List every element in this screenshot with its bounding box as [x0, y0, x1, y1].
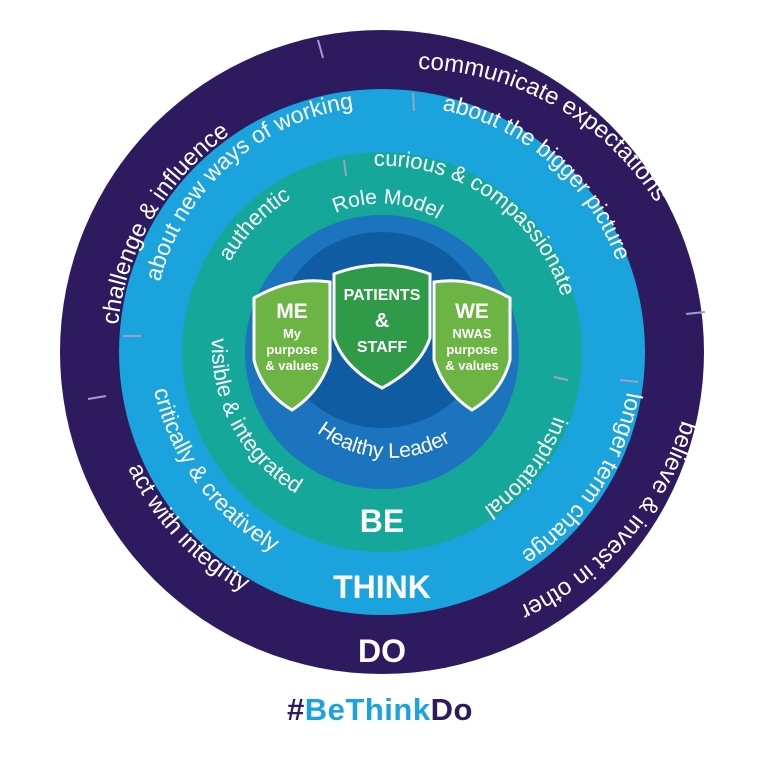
think-ring-label: THINK [333, 569, 431, 605]
we-shield-shape [432, 279, 512, 412]
we-shield-line-3: & values [445, 358, 498, 373]
center-shield-line-2: & [375, 310, 389, 332]
me-shield: ME My purpose & values [252, 279, 332, 412]
be-separator [553, 376, 569, 381]
me-shield-line-2: purpose [266, 342, 317, 357]
we-shield-line-1: NWAS [453, 326, 492, 341]
be-ring-label: BE [360, 503, 404, 539]
center-shield-line-1: PATIENTS [344, 287, 421, 304]
me-shield-line-1: My [283, 326, 302, 341]
be-separator [343, 159, 347, 177]
me-shield-title: ME [276, 300, 308, 323]
center-shield-line-3: STAFF [357, 339, 408, 356]
me-shield-shape [252, 279, 332, 412]
we-shield: WE NWAS purpose & values [432, 279, 512, 412]
ring-separators [87, 39, 706, 400]
me-shield-line-3: & values [265, 358, 318, 373]
we-shield-title: WE [455, 300, 489, 323]
hashtag: #BeThinkDo [0, 692, 760, 728]
think-separator [619, 379, 639, 383]
hashtag-do: Do [430, 692, 473, 727]
do-separator [87, 395, 107, 400]
center-shield-shape [332, 263, 432, 390]
hashtag-be: Be [304, 692, 346, 727]
center-shield: PATIENTS & STAFF [332, 263, 432, 390]
hashtag-think: Think [345, 692, 431, 727]
do-separator [317, 39, 324, 59]
think-separator [412, 92, 415, 112]
we-shield-line-2: purpose [446, 342, 497, 357]
do-separator [685, 311, 706, 315]
hashtag-symbol: # [287, 692, 305, 727]
do-ring-label: DO [358, 633, 406, 669]
